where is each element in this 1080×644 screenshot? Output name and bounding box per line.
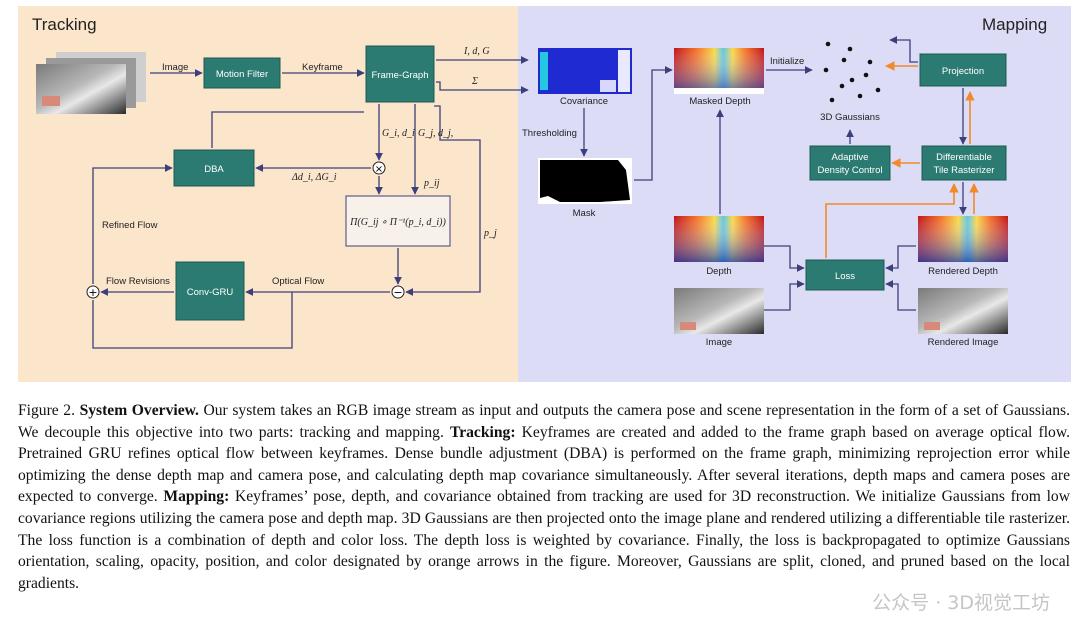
- multiply-node: ×: [372, 161, 386, 175]
- depth-label: Depth: [706, 266, 731, 277]
- rendered-depth-image: [918, 216, 1008, 262]
- covariance-label: Covariance: [560, 96, 608, 107]
- rgb-image: [674, 288, 764, 334]
- delta-label: Δd_i, ΔG_i: [291, 172, 337, 183]
- tracking-title: Tracking: [32, 15, 97, 34]
- add-node: +: [86, 285, 100, 299]
- watermark: 公众号 · 3D视觉工坊: [872, 592, 1050, 614]
- figure-caption: Figure 2. System Overview. Our system ta…: [18, 400, 1070, 594]
- reprojection-box: Π(G_ij ∘ Π⁻¹(p_i, d_i)): [345, 195, 451, 247]
- caption-mapping-head: Mapping:: [163, 488, 230, 506]
- image-input-label: Image: [162, 62, 188, 73]
- conv-gru-box: Conv-GRU: [175, 261, 245, 321]
- adaptive-label-1: Adaptive: [832, 152, 869, 163]
- frame-graph-box: Frame-Graph: [365, 45, 435, 103]
- pij-label: p_ij: [423, 178, 440, 189]
- initialize-label: Initialize: [770, 56, 804, 67]
- caption-part1: Our system takes an RGB image stream as …: [18, 402, 1070, 441]
- rendered-rgb-image: [918, 288, 1008, 334]
- projection-box: Projection: [919, 53, 1007, 87]
- reprojection-formula: Π(G_ij ∘ Π⁻¹(p_i, d_i)): [349, 217, 446, 228]
- optical-flow-label: Optical Flow: [272, 276, 324, 287]
- dba-label: DBA: [204, 164, 224, 175]
- masked-depth-label: Masked Depth: [689, 96, 750, 107]
- gaussians-3d-points: [823, 41, 881, 103]
- caption-part3: Keyframes’ pose, depth, and covariance o…: [18, 488, 1070, 592]
- loss-box: Loss: [805, 259, 885, 291]
- gradient-arrows: [825, 61, 979, 258]
- mapping-arrows: [580, 36, 967, 311]
- subtract-node: −: [391, 285, 405, 299]
- covariance-image: [538, 48, 632, 94]
- gi-di-label: G_i, d_i: [382, 128, 415, 139]
- svg-text:×: ×: [375, 164, 383, 175]
- rendered-image-label: Rendered Image: [928, 337, 999, 348]
- flow-revisions-label: Flow Revisions: [106, 276, 170, 287]
- idg-label: I, d, G: [463, 46, 490, 57]
- svg-text:−: −: [393, 286, 402, 299]
- loss-label: Loss: [835, 271, 855, 282]
- caption-part2: Keyframes are created and added to the f…: [18, 423, 1070, 506]
- rasterizer-label-2: Tile Rasterizer: [934, 165, 995, 176]
- masked-depth-image: [674, 48, 764, 94]
- refined-flow-label: Refined Flow: [102, 220, 158, 231]
- sigma-label: Σ: [471, 76, 478, 87]
- adaptive-density-control-box: Adaptive Density Control: [809, 145, 891, 181]
- tile-rasterizer-box: Differentiable Tile Rasterizer: [921, 145, 1007, 181]
- caption-prefix: Figure 2.: [18, 402, 80, 419]
- keyframe-label: Keyframe: [302, 62, 343, 73]
- thresholding-label: Thresholding: [522, 128, 577, 139]
- input-image-stack: [36, 52, 146, 114]
- pj-label: p_j: [483, 228, 497, 239]
- dba-box: DBA: [173, 149, 255, 187]
- caption-title: System Overview.: [79, 402, 199, 419]
- system-overview-figure: Tracking Mapping Motion Filter Frame-Gra…: [18, 6, 1071, 382]
- gaussians-3d-label: 3D Gaussians: [820, 112, 880, 123]
- rasterizer-label-1: Differentiable: [936, 152, 992, 163]
- adaptive-label-2: Density Control: [818, 165, 883, 176]
- motion-filter-label: Motion Filter: [216, 69, 268, 80]
- tracking-arrows: [92, 56, 529, 349]
- depth-image: [674, 216, 764, 262]
- gj-dj-label: G_j, d_j,: [418, 128, 453, 139]
- image-output-label: Image: [706, 337, 732, 348]
- mask-label: Mask: [573, 208, 596, 219]
- mapping-title: Mapping: [982, 15, 1047, 34]
- svg-text:+: +: [88, 286, 97, 299]
- caption-tracking-head: Tracking:: [449, 423, 516, 441]
- motion-filter-box: Motion Filter: [203, 57, 281, 89]
- projection-label: Projection: [942, 66, 984, 77]
- mask-image: [538, 158, 632, 204]
- conv-gru-label: Conv-GRU: [187, 287, 234, 298]
- rendered-depth-label: Rendered Depth: [928, 266, 998, 277]
- frame-graph-label: Frame-Graph: [371, 70, 428, 81]
